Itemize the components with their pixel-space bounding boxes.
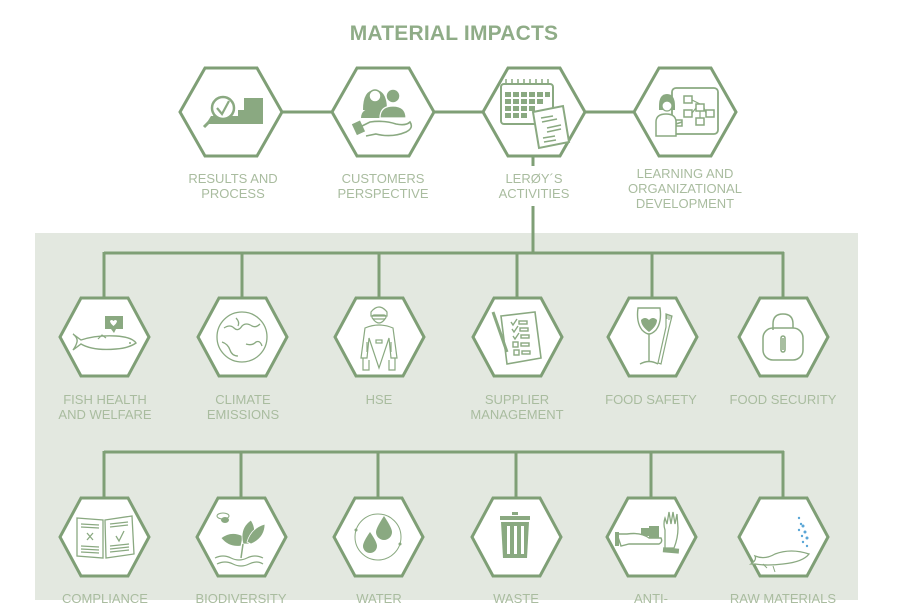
padlock-icon <box>762 313 804 361</box>
calendar-document-icon <box>500 79 571 150</box>
label-line: WASTE <box>493 591 539 606</box>
magnifier-check-chart-icon <box>202 95 263 129</box>
label-line: LEARNING AND <box>636 166 734 181</box>
label-line: PERSPECTIVE <box>337 186 429 201</box>
checklist-icon <box>491 311 542 365</box>
hse-label: HSE <box>320 392 438 407</box>
label-line: ORGANIZATIONAL <box>628 181 742 196</box>
trash-bin-icon <box>500 512 530 558</box>
anti-corruption-label: ANTI- <box>592 591 710 606</box>
waste-label: WASTE <box>457 591 575 606</box>
leroys-activities-label: LERØY´S ACTIVITIES <box>472 171 596 201</box>
water-drops-cycle-icon <box>354 513 402 561</box>
label-line: HSE <box>365 392 393 407</box>
bribe-hand-refuse-icon <box>615 511 680 554</box>
label-line: PROCESS <box>201 186 265 201</box>
book-check-icon <box>76 515 135 559</box>
label-line: BIODIVERSITY <box>195 591 287 606</box>
food-safety-hex[interactable] <box>606 296 699 378</box>
bee-leaves-icon <box>214 512 266 567</box>
teacher-flowchart-icon <box>655 87 719 137</box>
anti-corruption-hex[interactable] <box>605 496 698 578</box>
raw-materials-label: RAW MATERIALS <box>716 591 850 606</box>
leroys-activities-hex[interactable] <box>481 66 587 158</box>
food-security-label: FOOD SECURITY <box>720 392 846 407</box>
results-process-hex[interactable] <box>178 66 284 158</box>
label-line: AND WELFARE <box>58 407 152 422</box>
results-process-label: RESULTS AND PROCESS <box>171 171 295 201</box>
fish-health-label: FISH HEALTH AND WELFARE <box>46 392 164 422</box>
label-line: CLIMATE <box>215 392 271 407</box>
fish-bubbles-icon <box>748 516 811 573</box>
waste-hex[interactable] <box>470 496 563 578</box>
food-safety-label: FOOD SAFETY <box>592 392 710 407</box>
label-line: RAW MATERIALS <box>729 591 837 606</box>
material-impacts-panel <box>35 233 858 600</box>
learning-development-label: LEARNING AND ORGANIZATIONAL DEVELOPMENT <box>616 166 754 211</box>
label-line: COMPLIANCE <box>62 591 148 606</box>
label-line: MANAGEMENT <box>470 407 564 422</box>
supplier-management-label: SUPPLIER MANAGEMENT <box>458 392 576 422</box>
page-title: MATERIAL IMPACTS <box>349 22 559 45</box>
wineglass-fork-icon <box>636 307 673 365</box>
fish-heart-icon <box>72 316 137 351</box>
water-label: WATER <box>320 591 438 606</box>
learning-development-hex[interactable] <box>632 66 738 158</box>
supplier-management-hex[interactable] <box>471 296 564 378</box>
worker-safety-gear-icon <box>360 306 398 371</box>
label-line: SUPPLIER <box>484 392 550 407</box>
climate-emissions-label: CLIMATE EMISSIONS <box>184 392 302 422</box>
label-line: WATER <box>356 591 402 606</box>
label-line: RESULTS AND <box>188 171 278 186</box>
label-line: ANTI- <box>634 591 668 606</box>
biodiversity-label: BIODIVERSITY <box>182 591 300 606</box>
water-hex[interactable] <box>332 496 425 578</box>
label-line: LERØY´S <box>505 171 563 186</box>
label-line: DEVELOPMENT <box>635 196 735 211</box>
compliance-label: COMPLIANCE <box>46 591 164 606</box>
hse-hex[interactable] <box>333 296 426 378</box>
label-line: FOOD SAFETY <box>605 392 697 407</box>
climate-emissions-hex[interactable] <box>196 296 289 378</box>
food-security-hex[interactable] <box>737 296 830 378</box>
raw-materials-hex[interactable] <box>737 496 830 578</box>
label-line: CUSTOMERS <box>341 171 425 186</box>
customers-perspective-hex[interactable] <box>330 66 436 158</box>
globe-icon <box>216 311 268 363</box>
people-on-hand-icon <box>351 88 413 137</box>
biodiversity-hex[interactable] <box>195 496 288 578</box>
customers-perspective-label: CUSTOMERS PERSPECTIVE <box>321 171 445 201</box>
label-line: FISH HEALTH <box>63 392 147 407</box>
compliance-hex[interactable] <box>58 496 151 578</box>
label-line: FOOD SECURITY <box>729 392 837 407</box>
label-line: EMISSIONS <box>206 407 280 422</box>
fish-health-hex[interactable] <box>58 296 151 378</box>
label-line: ACTIVITIES <box>498 186 570 201</box>
